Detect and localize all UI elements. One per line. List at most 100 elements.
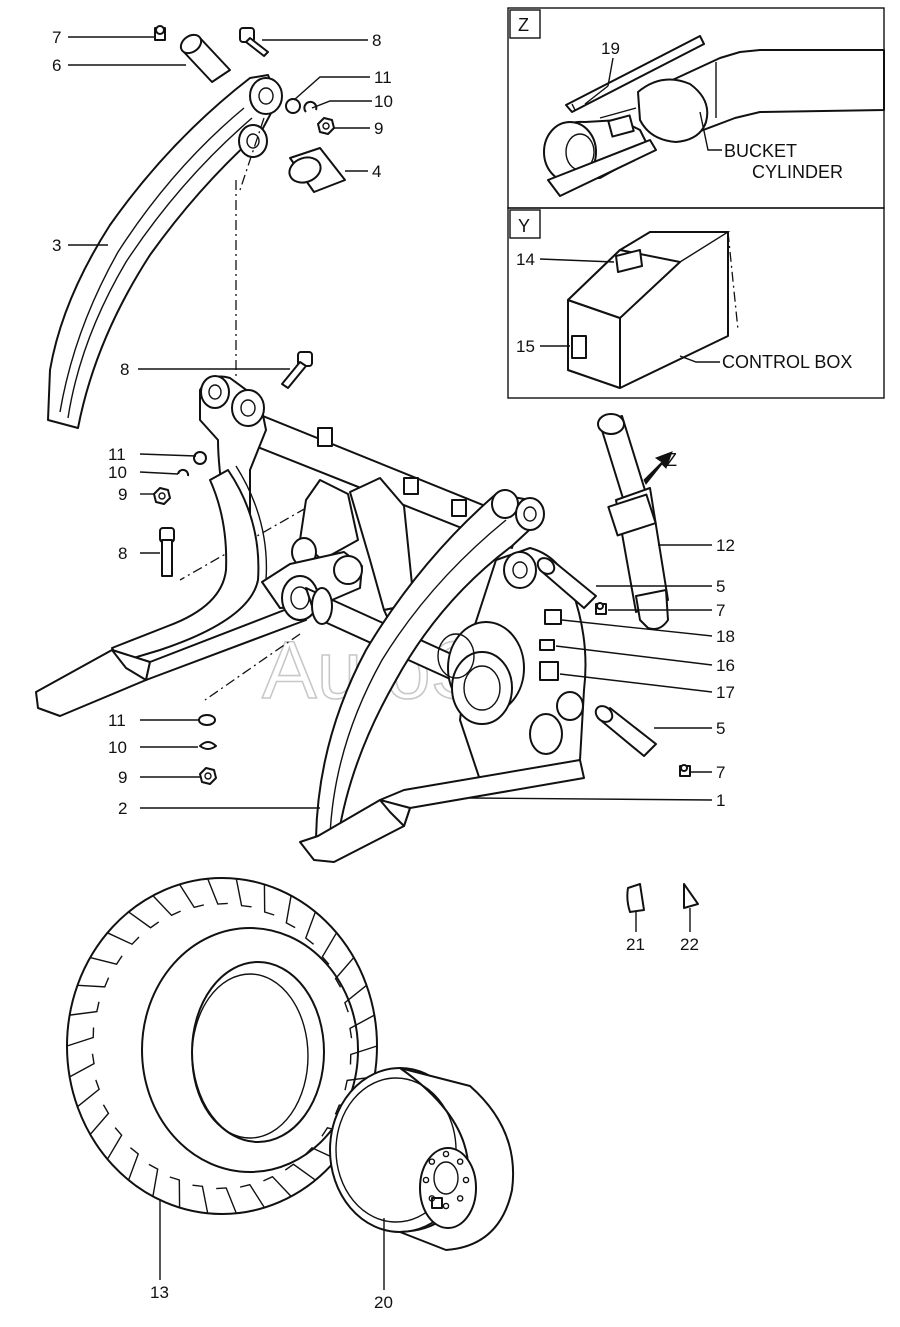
tread-lug bbox=[107, 932, 140, 946]
grease-fitting-7-mid bbox=[595, 602, 607, 615]
detail-y-panel: Y 14 15 CONTROL BOX bbox=[507, 207, 885, 399]
callout-19: 19 bbox=[601, 39, 620, 58]
callout-11-top: 11 bbox=[374, 68, 392, 87]
callout-6: 6 bbox=[52, 56, 61, 75]
callout-5-lower: 5 bbox=[716, 719, 725, 738]
tire-13 bbox=[66, 877, 378, 1280]
callout-1: 1 bbox=[716, 791, 725, 810]
nut-9-top bbox=[317, 117, 335, 135]
pin-6 bbox=[179, 33, 231, 83]
tread-lug bbox=[152, 895, 181, 917]
pin-5-upper bbox=[536, 557, 597, 609]
callout-11-left: 11 bbox=[108, 445, 126, 464]
callout-8-mid: 8 bbox=[120, 360, 129, 379]
tread-lug bbox=[169, 1176, 181, 1208]
detail-y-tag: Y bbox=[518, 216, 530, 236]
bucket-cylinder-label-2: CYLINDER bbox=[752, 162, 843, 182]
pin-5-lower bbox=[594, 705, 657, 757]
wheel-rim-20 bbox=[329, 1067, 515, 1290]
tread-lug bbox=[216, 1187, 237, 1214]
upper-clamp-arm bbox=[47, 74, 283, 429]
washer-11-low bbox=[198, 714, 216, 726]
tread-lug bbox=[90, 955, 123, 965]
callout-18: 18 bbox=[716, 627, 735, 646]
nut-9-low bbox=[199, 767, 217, 785]
tread-lug bbox=[77, 977, 110, 988]
callout-8-top: 8 bbox=[372, 31, 381, 50]
callout-16: 16 bbox=[716, 656, 735, 675]
view-z-label: Z bbox=[666, 450, 677, 470]
tread-lug bbox=[239, 1183, 266, 1208]
rim-bolt-hole bbox=[428, 1158, 436, 1165]
callout-10-left: 10 bbox=[108, 463, 127, 482]
callout-10-low: 10 bbox=[108, 738, 127, 757]
callout-7-low: 7 bbox=[716, 763, 725, 782]
callout-20: 20 bbox=[374, 1293, 393, 1312]
rim-bolt-hole bbox=[462, 1176, 470, 1184]
tread-lug bbox=[127, 1147, 140, 1181]
tread-lug bbox=[349, 1045, 378, 1065]
bolt-8-left bbox=[159, 527, 175, 577]
washer-11-top bbox=[285, 98, 301, 114]
rim-bolt-hole bbox=[442, 1202, 450, 1210]
tread-lug bbox=[128, 911, 160, 929]
callout-14: 14 bbox=[516, 250, 535, 269]
callout-15: 15 bbox=[516, 337, 535, 356]
tread-lug bbox=[178, 884, 205, 909]
callout-17: 17 bbox=[716, 683, 735, 702]
tread-lug bbox=[263, 1175, 292, 1197]
tread-lug bbox=[89, 1104, 110, 1135]
tread-lug bbox=[304, 1146, 337, 1160]
bolt-8-mid bbox=[281, 351, 313, 389]
tread-lug bbox=[349, 1014, 375, 1039]
tread-lug bbox=[207, 878, 228, 905]
lock-washer-10-low bbox=[199, 741, 217, 750]
callout-8-left: 8 bbox=[118, 544, 127, 563]
main-frame bbox=[35, 375, 587, 863]
callout-2: 2 bbox=[118, 799, 127, 818]
tread-lug bbox=[235, 878, 252, 908]
rim-bolt-hole bbox=[456, 1195, 464, 1202]
callout-9-top: 9 bbox=[374, 119, 383, 138]
tread-lug bbox=[66, 1027, 95, 1047]
callout-11-low: 11 bbox=[108, 711, 126, 730]
valve-21 bbox=[626, 883, 645, 932]
callout-21: 21 bbox=[626, 935, 645, 954]
tread-lug bbox=[77, 1079, 100, 1108]
tread-lug bbox=[321, 932, 338, 965]
bushing-4 bbox=[288, 147, 368, 193]
callout-9-low: 9 bbox=[118, 768, 127, 787]
callout-9-left: 9 bbox=[118, 485, 127, 504]
bucket-cylinder-label-1: BUCKET bbox=[724, 141, 797, 161]
tread-lug bbox=[106, 1127, 123, 1160]
tread-lug bbox=[69, 1001, 100, 1016]
grease-fitting-7-low bbox=[679, 764, 691, 777]
rim-bolt-hole bbox=[442, 1150, 450, 1158]
detail-z-panel: Z 19 BUCKET CYLINDER bbox=[507, 7, 885, 209]
tread-lug bbox=[304, 911, 317, 945]
callout-4: 4 bbox=[372, 162, 381, 181]
lock-washer-10-left bbox=[177, 468, 190, 477]
callout-22: 22 bbox=[680, 935, 699, 954]
callout-3: 3 bbox=[52, 236, 61, 255]
callout-12: 12 bbox=[716, 536, 735, 555]
tread-lug bbox=[285, 895, 296, 929]
callout-7-mid: 7 bbox=[716, 601, 725, 620]
valve-22 bbox=[683, 883, 699, 932]
grease-fitting-7-top bbox=[154, 25, 166, 41]
bolt-8-top bbox=[239, 27, 269, 57]
callout-10-top: 10 bbox=[374, 92, 393, 111]
view-z-arrow-icon bbox=[643, 451, 673, 485]
detail-z-tag: Z bbox=[518, 15, 529, 35]
tread-lug bbox=[69, 1053, 95, 1078]
tread-lug bbox=[344, 984, 367, 1013]
tread-lug bbox=[148, 1163, 159, 1197]
callout-13: 13 bbox=[150, 1283, 169, 1302]
rim-bolt-hole bbox=[422, 1176, 430, 1184]
callout-7-top: 7 bbox=[52, 28, 61, 47]
tread-lug bbox=[263, 884, 275, 916]
rim-bolt-hole bbox=[428, 1195, 436, 1202]
callout-5-upper: 5 bbox=[716, 577, 725, 596]
control-box-label: CONTROL BOX bbox=[722, 352, 852, 372]
